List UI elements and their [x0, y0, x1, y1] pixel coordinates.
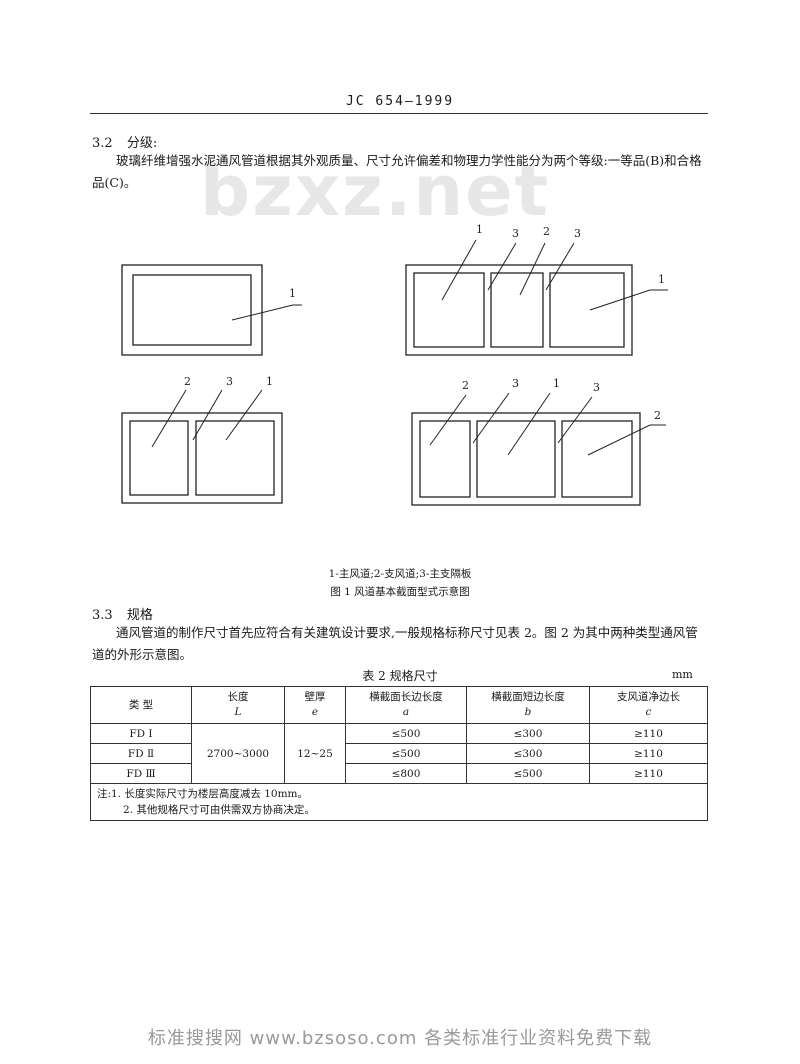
duct-d-cell-2: [476, 420, 556, 498]
cell-c: ≥110: [589, 723, 708, 744]
label-c1: 2: [184, 375, 191, 388]
section-3-2-heading: 3.2 分级:: [92, 132, 157, 151]
figure-1-legend: 1-主风道;2-支风道;3-主支隔板: [328, 568, 472, 580]
duct-c-cell-2: [195, 420, 275, 496]
table-row: FD Ⅱ ≤500 ≤300 ≥110: [90, 743, 708, 764]
figure-1-caption: 图 1 风道基本截面型式示意图: [330, 586, 470, 598]
duct-c-cell-1: [129, 420, 189, 496]
label-c2: 3: [226, 375, 233, 388]
cell-type: FD Ⅲ: [90, 763, 192, 784]
table-notes: 注:1. 长度实际尺寸为楼层高度减去 10mm。 2. 其他规格尺寸可由供需双方…: [90, 783, 708, 821]
label-b1: 1: [476, 223, 483, 236]
duct-d-cell-1: [419, 420, 471, 498]
duct-b-cell-3: [549, 272, 625, 348]
section-3-3-paragraph: 通风管道的制作尺寸首先应符合有关建筑设计要求,一般规格标称尺寸见表 2。图 2 …: [92, 625, 698, 662]
duct-b-cell-1: [413, 272, 485, 348]
cell-type: FD Ⅱ: [90, 743, 192, 764]
label-a1: 1: [289, 287, 296, 300]
standard-header: JC 654—1999: [345, 94, 455, 109]
duct-b-outer: [405, 264, 633, 356]
label-b3: 2: [543, 225, 550, 238]
cell-b: ≤500: [466, 763, 590, 784]
table-2-unit: mm: [672, 668, 693, 681]
duct-a-inner: [132, 274, 252, 346]
note-1: 注:1. 长度实际尺寸为楼层高度减去 10mm。: [97, 788, 309, 800]
duct-c-outer: [121, 412, 283, 504]
header-rule: [90, 113, 708, 114]
watermark: bzxz.net: [200, 150, 551, 232]
section-title: 分级:: [126, 136, 158, 151]
cell-a: ≤500: [345, 723, 467, 744]
label-b5: 1: [658, 273, 665, 286]
duct-d-cell-3: [561, 420, 633, 498]
label-d2: 3: [512, 377, 519, 390]
note-2: 2. 其他规格尺寸可由供需双方协商决定。: [123, 804, 315, 816]
cell-thickness: 12~25: [284, 723, 346, 784]
label-c3: 1: [266, 375, 273, 388]
label-b2: 3: [512, 227, 519, 240]
label-d5: 2: [654, 409, 661, 422]
cell-a: ≤500: [345, 743, 467, 764]
table-row: FD Ⅲ ≤800 ≤500 ≥110: [90, 763, 708, 784]
section-3-3-heading: 3.3 规格: [92, 604, 153, 623]
label-d1: 2: [462, 379, 469, 392]
section-number: 3.3: [92, 608, 113, 623]
table-2-title: 表 2 规格尺寸: [362, 669, 438, 683]
cell-c: ≥110: [589, 763, 708, 784]
figure-1-diagram: 1 1 3 2 3 1 2 3 1 2 3 1 3 2: [121, 223, 668, 506]
header-type: 类 型: [90, 686, 192, 724]
table-notes-row: 注:1. 长度实际尺寸为楼层高度减去 10mm。 2. 其他规格尺寸可由供需双方…: [90, 783, 708, 821]
label-d4: 3: [593, 381, 600, 394]
cell-c: ≥110: [589, 743, 708, 764]
cell-a: ≤800: [345, 763, 467, 784]
section-3-2-paragraph: 玻璃纤维增强水泥通风管道根据其外观质量、尺寸允许偏差和物理力学性能分为两个等级:…: [92, 153, 702, 190]
cell-type: FD I: [90, 723, 192, 744]
footer-site-banner: 标准搜搜网 www.bzsoso.com 各类标准行业资料免费下载: [147, 1028, 653, 1049]
section-number: 3.2: [92, 136, 113, 151]
duct-b-cell-2: [490, 272, 544, 348]
label-b4: 3: [574, 227, 581, 240]
duct-d-outer: [411, 412, 641, 506]
cell-b: ≤300: [466, 743, 590, 764]
table-row: FD I 2700~3000 12~25 ≤500 ≤300 ≥110: [90, 723, 708, 784]
section-title: 规格: [126, 608, 153, 623]
duct-a-outer: [121, 264, 263, 356]
cell-length: 2700~3000: [191, 723, 285, 784]
label-d3: 1: [553, 377, 560, 390]
cell-b: ≤300: [466, 723, 590, 744]
